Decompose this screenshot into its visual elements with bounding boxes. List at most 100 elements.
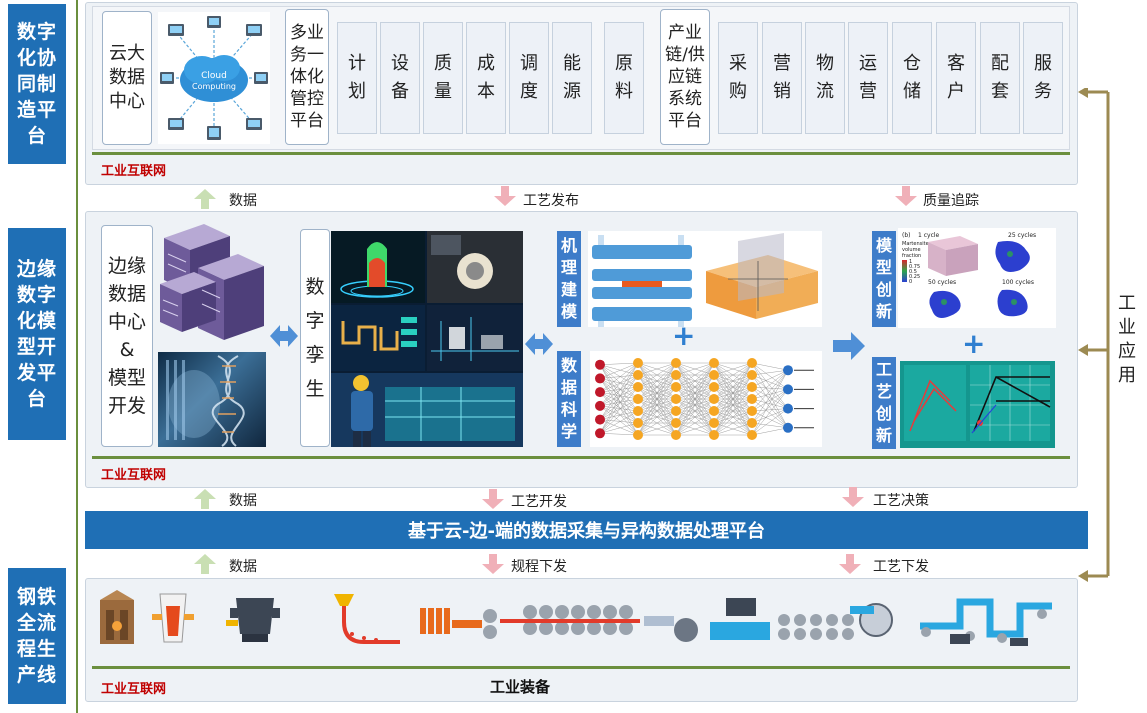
bottom-network-rule — [92, 666, 1070, 669]
nn-node — [671, 394, 681, 404]
bidirectional-arrow-1 — [270, 325, 298, 347]
flow3-procedure-issue-label: 规程下发 — [511, 559, 567, 575]
data-up-arrow-1 — [194, 189, 216, 209]
multi-business-platform: 多业 务一 体化 管控 平台 — [285, 9, 329, 145]
nn-node — [747, 418, 757, 428]
nn-node — [595, 414, 605, 425]
process-innovation-tag: 工 艺 创 新 — [872, 357, 896, 449]
server-icon — [160, 224, 264, 340]
bidirectional-arrow-2 — [525, 333, 553, 355]
data-up-arrow-2 — [194, 489, 216, 509]
business-item-dispatch: 调 度 — [509, 22, 549, 134]
business-item-quality: 质 量 — [423, 22, 463, 134]
plus-sign-1: + — [672, 319, 696, 352]
nn-node — [671, 430, 681, 440]
flow3-process-issue-label: 工艺下发 — [873, 559, 929, 575]
supply-item-logistics: 物 流 — [805, 22, 845, 134]
supply-item-sales: 营 销 — [762, 22, 802, 134]
cloud-computing-image: Cloud Computing — [158, 12, 270, 144]
edge-data-center: 边缘 数据 中心 & 模型 开发 — [101, 225, 153, 447]
cloud-data-center: 云大 数据 中心 — [102, 11, 152, 145]
svg-text:Cloud: Cloud — [201, 71, 227, 81]
process-release-down-arrow — [494, 186, 516, 206]
supply-item-customer: 客 户 — [936, 22, 976, 134]
cold-rolling-line-icon — [710, 598, 893, 640]
nn-node — [783, 403, 793, 414]
digital-twin-visual — [331, 231, 523, 447]
martensite-volume-chart: (b) 1 cycle 25 cycles 50 cycles 100 cycl… — [902, 232, 1036, 318]
nn-node — [671, 370, 681, 380]
neural-network-icon — [595, 358, 814, 440]
svg-text:(b): (b) — [902, 232, 911, 239]
rolling-mill-model-icon — [592, 233, 818, 327]
label-edge-platform: 边缘 数字 化模 型开 发平 台 — [8, 228, 66, 440]
nn-node — [783, 365, 793, 376]
supply-item-operation: 运 营 — [848, 22, 888, 134]
process-dev-down-arrow — [482, 489, 504, 509]
dna-face-image — [158, 352, 266, 447]
data-up-arrow-3 — [194, 554, 216, 574]
cycle-label-50: 50 cycles — [928, 279, 956, 286]
business-item-equipment: 设 备 — [380, 22, 420, 134]
middle-network-rule — [92, 456, 1070, 459]
left-divider-line — [76, 0, 78, 713]
nn-node — [671, 406, 681, 416]
legend-v-1: 1 — [909, 259, 912, 265]
label-production-line: 钢铁 全流 程生 产线 — [8, 568, 66, 704]
nn-node — [709, 382, 719, 392]
right-arrow — [833, 332, 865, 360]
flow2-data-label: 数据 — [229, 493, 257, 509]
cycle-label-1: 1 cycle — [918, 232, 940, 239]
business-item-cost: 成 本 — [466, 22, 506, 134]
bottom-network-label: 工业互联网 — [101, 682, 167, 697]
continuous-caster-icon — [334, 594, 400, 644]
legend-v-05: 0.5 — [909, 269, 917, 275]
dna-icon — [166, 355, 245, 447]
industrial-application-label: 工 业 应 用 — [1116, 292, 1138, 388]
neural-network-image — [590, 351, 822, 447]
legend-v-0: 0 — [909, 279, 912, 285]
nn-node — [709, 394, 719, 404]
nn-node — [747, 406, 757, 416]
svg-text:Computing: Computing — [192, 82, 236, 91]
nn-node — [595, 373, 605, 384]
mechanism-model-image — [588, 231, 822, 327]
flow3-data-label: 数据 — [229, 559, 257, 575]
nn-node — [783, 422, 793, 433]
supply-item-support: 配 套 — [980, 22, 1020, 134]
nn-node — [595, 400, 605, 411]
flow2-process-decision-label: 工艺决策 — [873, 493, 929, 509]
flow1-quality-trace-label: 质量追踪 — [923, 193, 979, 209]
nn-node — [633, 430, 643, 440]
nn-node — [595, 428, 605, 439]
nn-node — [709, 406, 719, 416]
nn-node — [783, 384, 793, 395]
top-network-rule — [92, 152, 1070, 155]
industrial-equipment-label: 工业装备 — [490, 678, 551, 696]
business-item-energy: 能 源 — [552, 22, 592, 134]
process-innovation-image — [900, 361, 1055, 448]
processing-line-icon — [920, 598, 1052, 646]
nn-node — [595, 359, 605, 370]
supply-chain-platform: 产业 链/供 应链 系统 平台 — [660, 9, 710, 145]
procedure-issue-down-arrow — [482, 554, 504, 574]
nn-node — [709, 358, 719, 368]
data-science-tag: 数 据 科 学 — [557, 351, 581, 447]
industrial-application-bracket — [1078, 88, 1110, 582]
nn-node — [747, 394, 757, 404]
middle-network-label: 工业互联网 — [101, 468, 167, 483]
supply-item-purchase: 采 购 — [718, 22, 758, 134]
process-issue-down-arrow — [839, 554, 861, 574]
process-decision-down-arrow — [842, 487, 864, 507]
legend-title-line2: volume — [902, 247, 921, 253]
business-item-plan: 计 划 — [337, 22, 377, 134]
plus-sign-2: + — [962, 327, 986, 360]
legend-v-025: 0.25 — [909, 274, 920, 280]
nn-node — [709, 418, 719, 428]
label-collab-platform: 数字 化协 同制 造平 台 — [8, 4, 66, 164]
nn-node — [747, 370, 757, 380]
supply-item-service: 服 务 — [1023, 22, 1063, 134]
blast-furnace-icon — [100, 590, 134, 644]
nn-node — [633, 382, 643, 392]
converter-icon — [152, 593, 194, 643]
